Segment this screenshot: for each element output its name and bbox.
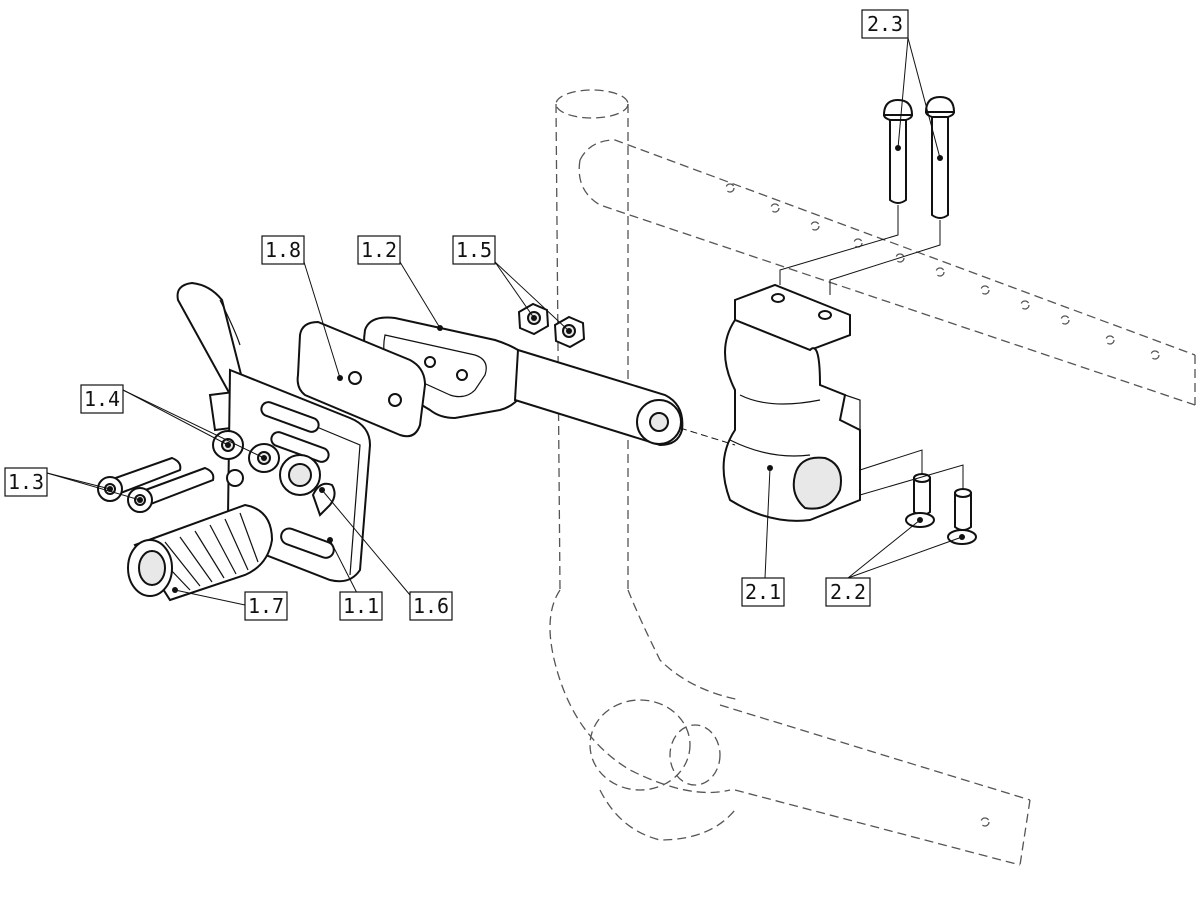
frame-lower-crossbar xyxy=(719,704,1031,866)
callout-1-1: 1.1 xyxy=(339,591,383,621)
callout-label-2-2: 2.2 xyxy=(830,580,866,604)
callout-label-1-6: 1.6 xyxy=(413,594,449,618)
callout-1-4: 1.4 xyxy=(80,384,124,414)
callout-label-1-1: 1.1 xyxy=(343,594,379,618)
callout-2-1: 2.1 xyxy=(741,577,785,607)
callout-1-5: 1.5 xyxy=(452,235,496,265)
callout-1-8: 1.8 xyxy=(261,235,305,265)
callout-label-1-4: 1.4 xyxy=(84,387,120,411)
bolt-2-3-a xyxy=(882,98,914,204)
callout-label-2-3: 2.3 xyxy=(867,12,903,36)
frame-lower-joint xyxy=(549,589,741,841)
callout-label-1-3: 1.3 xyxy=(8,470,44,494)
callout-label-1-5: 1.5 xyxy=(456,238,492,262)
tube-axis-line xyxy=(679,427,736,446)
frame-upper-crossbar xyxy=(578,139,1196,406)
clamp-2-1 xyxy=(722,283,861,522)
callout-1-7: 1.7 xyxy=(244,591,288,621)
bolt-1-3-a xyxy=(97,456,182,502)
callout-2-2: 2.2 xyxy=(825,577,871,607)
callout-label-1-2: 1.2 xyxy=(361,238,397,262)
small-insert xyxy=(226,469,244,487)
callout-label-1-8: 1.8 xyxy=(265,238,301,262)
callout-1-2: 1.2 xyxy=(357,235,401,265)
frame-vertical-tube xyxy=(555,89,629,591)
callout-2-3: 2.3 xyxy=(861,9,909,39)
bolt-2-2-b xyxy=(947,488,977,545)
bolt-2-2-assembly-lines xyxy=(859,449,964,496)
spacer-plate-1-8 xyxy=(296,320,427,438)
callout-1-6: 1.6 xyxy=(409,591,453,621)
knob-1-7 xyxy=(127,503,274,602)
callout-label-2-1: 2.1 xyxy=(745,580,781,604)
callout-label-1-7: 1.7 xyxy=(248,594,284,618)
bolt-2-3-assembly-lines xyxy=(779,205,941,295)
callout-1-3: 1.3 xyxy=(4,467,48,497)
leaders xyxy=(46,37,965,606)
bolt-2-2-a xyxy=(905,473,935,528)
